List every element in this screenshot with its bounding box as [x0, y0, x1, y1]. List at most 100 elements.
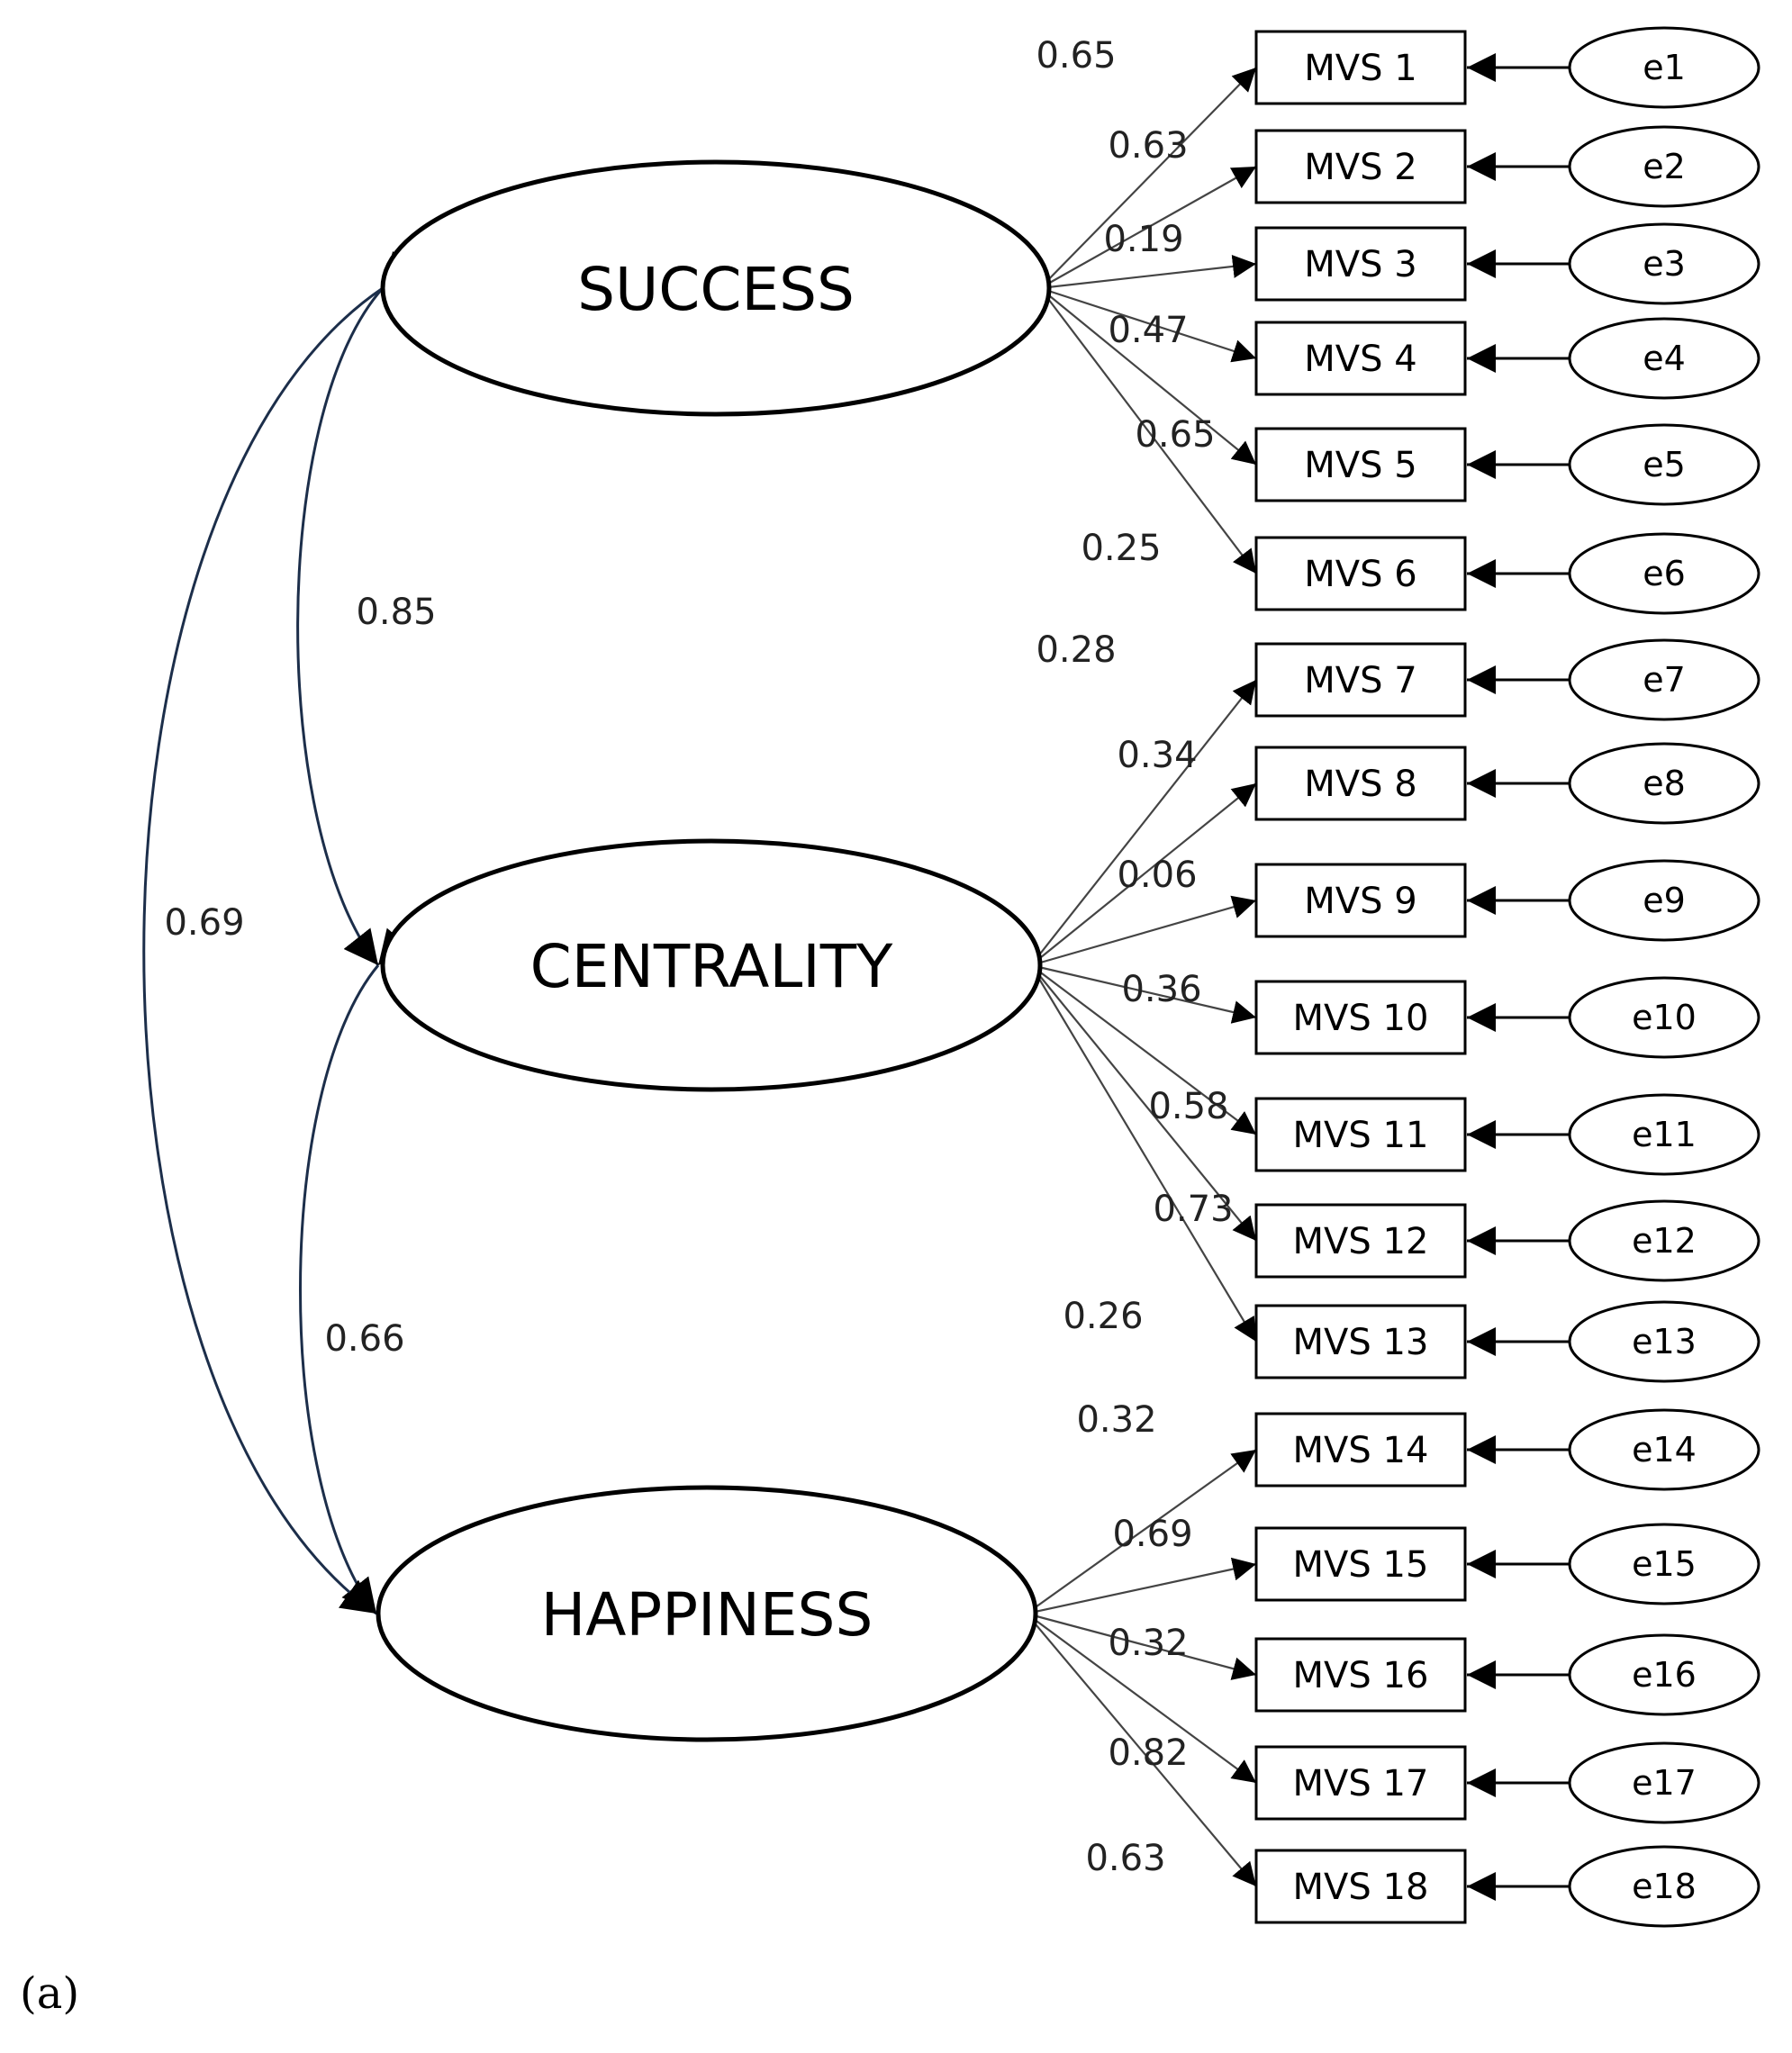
error-label: e3	[1643, 244, 1686, 284]
loading-value: 0.65	[1135, 414, 1215, 456]
indicator-label: MVS 15	[1293, 1544, 1429, 1586]
indicator-rect	[1254, 1637, 1467, 1713]
error-label: e15	[1632, 1544, 1697, 1584]
loading-value: 0.36	[1121, 969, 1201, 1010]
error-ellipse	[1568, 1633, 1760, 1716]
indicator-label: MVS 14	[1293, 1430, 1429, 1471]
indicator-rect	[1254, 1412, 1467, 1488]
indicator-rect	[1254, 1203, 1467, 1279]
error-term: e1	[1467, 26, 1760, 109]
indicator-rect	[1254, 226, 1467, 302]
loading-arrow	[1026, 1613, 1257, 1887]
indicator-label: MVS 5	[1304, 445, 1416, 486]
indicator-rect	[1254, 1097, 1467, 1172]
error-term: e11	[1467, 1093, 1760, 1176]
error-ellipse	[1568, 222, 1760, 305]
covariance-arrows	[142, 250, 421, 1615]
loading-value: 0.73	[1153, 1189, 1233, 1230]
indicator-rect	[1254, 536, 1467, 611]
panel-label: (a)	[20, 1968, 79, 2019]
indicator-box: MVS 10	[1254, 980, 1467, 1055]
loading-value: 0.47	[1108, 310, 1188, 351]
correlation-value: 0.66	[324, 1318, 404, 1360]
indicator-box: MVS 14	[1254, 1412, 1467, 1488]
latent-label: HAPPINESS	[541, 1580, 873, 1650]
error-term: e12	[1467, 1199, 1760, 1282]
indicator-box: MVS 3	[1254, 226, 1467, 302]
loading-value: 0.26	[1063, 1296, 1143, 1337]
correlation-value: 0.69	[164, 902, 244, 944]
indicator-label: MVS 7	[1304, 660, 1416, 701]
indicator-label: MVS 4	[1304, 339, 1416, 380]
error-ellipse	[1568, 1300, 1760, 1383]
loading-value: 0.32	[1076, 1399, 1156, 1441]
latent-variables: SUCCESS CENTRALITY HAPPINESS	[376, 159, 1052, 1742]
indicator-box: MVS 17	[1254, 1745, 1467, 1821]
loading-arrow	[1030, 963, 1257, 1024]
error-ellipse	[1568, 638, 1760, 721]
indicator-rect	[1254, 1304, 1467, 1379]
error-label: e16	[1632, 1655, 1697, 1695]
indicator-box: MVS 13	[1254, 1304, 1467, 1379]
error-ellipse	[1568, 1741, 1760, 1824]
error-label: e17	[1632, 1763, 1697, 1803]
loading-value: 0.82	[1108, 1732, 1188, 1774]
indicator-label: MVS 1	[1304, 48, 1416, 89]
indicator-label: MVS 2	[1304, 147, 1416, 188]
error-term: e6	[1467, 532, 1760, 615]
loading-arrow	[1030, 782, 1257, 966]
loading-arrow	[1026, 1612, 1257, 1680]
indicator-label: MVS 10	[1293, 998, 1429, 1039]
loading-arrow	[1039, 287, 1257, 574]
latent-label: CENTRALITY	[530, 932, 893, 1001]
loading-value: 0.28	[1036, 629, 1116, 671]
loading-arrow	[1039, 287, 1257, 466]
latent-ellipse	[380, 838, 1043, 1092]
error-label: e12	[1632, 1221, 1697, 1261]
indicator-box: MVS 9	[1254, 863, 1467, 938]
error-term: e15	[1467, 1523, 1760, 1605]
loading-value: 0.65	[1036, 35, 1116, 77]
indicator-rect	[1254, 1745, 1467, 1821]
indicator-box: MVS 12	[1254, 1203, 1467, 1279]
loading-arrow	[1039, 166, 1257, 289]
error-terms: e1e2e3e4e5e6e7e8e9e10e11e12e13e14e15e16e…	[1467, 26, 1760, 1928]
indicator-label: MVS 6	[1304, 554, 1416, 595]
error-label: e1	[1643, 48, 1686, 87]
error-label: e14	[1632, 1430, 1697, 1470]
error-ellipse	[1568, 317, 1760, 400]
indicator-label: MVS 17	[1293, 1763, 1429, 1804]
loading-arrow	[1039, 254, 1257, 290]
loading-arrow	[1030, 964, 1257, 1343]
latent-label: SUCCESS	[577, 255, 855, 324]
loading-value: 0.63	[1108, 125, 1188, 167]
loading-arrow	[1030, 964, 1257, 1242]
indicator-rect	[1254, 863, 1467, 938]
error-term: e7	[1467, 638, 1760, 721]
error-ellipse	[1568, 26, 1760, 109]
loading-value: 0.63	[1085, 1838, 1165, 1879]
error-ellipse	[1568, 532, 1760, 615]
error-ellipse	[1568, 859, 1760, 942]
indicator-box: MVS 2	[1254, 129, 1467, 204]
indicator-rect	[1254, 129, 1467, 204]
error-label: e7	[1643, 660, 1686, 700]
latent-ellipse	[380, 159, 1052, 417]
indicator-rect	[1254, 321, 1467, 396]
loading-arrow	[1030, 964, 1257, 1135]
error-label: e8	[1643, 764, 1686, 803]
indicator-box: MVS 6	[1254, 536, 1467, 611]
loading-arrow	[1026, 1557, 1257, 1615]
indicator-box: MVS 18	[1254, 1849, 1467, 1924]
error-ellipse	[1568, 1523, 1760, 1605]
error-term: e18	[1467, 1845, 1760, 1928]
error-label: e11	[1632, 1115, 1697, 1154]
error-ellipse	[1568, 976, 1760, 1059]
loading-value: 0.06	[1117, 855, 1197, 896]
indicator-label: MVS 9	[1304, 881, 1416, 922]
indicator-rect	[1254, 30, 1467, 105]
indicator-label: MVS 11	[1293, 1115, 1429, 1156]
factor-loading-arrows	[1026, 67, 1257, 1887]
